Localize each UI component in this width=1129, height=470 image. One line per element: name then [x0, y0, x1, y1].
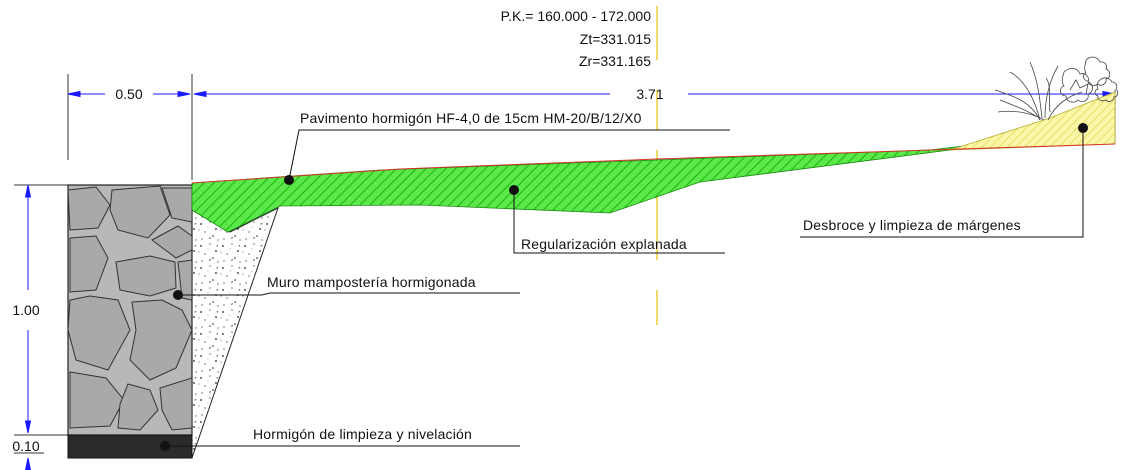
leader-grading	[509, 185, 725, 254]
dim-base-height: 0.10	[12, 438, 39, 454]
leader-base	[160, 441, 520, 451]
label-clearing: Desbroce y limpieza de márgenes	[803, 217, 1021, 233]
surface-line	[191, 143, 1116, 184]
left-dimension	[14, 184, 68, 470]
concrete-backfill	[191, 207, 279, 459]
masonry-wall	[67, 184, 193, 436]
vegetation-icon	[994, 56, 1119, 121]
leader-wall	[173, 290, 520, 300]
topsoil-clearing	[949, 91, 1116, 151]
zr-text: Zr=331.165	[579, 53, 651, 69]
dim-wall-height: 1.00	[12, 302, 39, 318]
pk-text: P.K.= 160.000 - 172.000	[501, 8, 652, 24]
leader-pavement	[284, 129, 730, 185]
dim-platform-width: 3.71	[636, 86, 663, 102]
zt-text: Zt=331.015	[580, 31, 651, 47]
label-wall: Muro mampostería hormigonada	[267, 274, 476, 290]
leader-clearing	[800, 123, 1088, 238]
label-grading: Regularización explanada	[521, 236, 687, 252]
pavement-layer	[191, 127, 1116, 233]
label-pavement: Pavimento hormigón HF-4,0 de 15cm HM-20/…	[300, 110, 642, 126]
label-base: Hormigón de limpieza y nivelación	[253, 426, 472, 442]
dim-wall-width: 0.50	[115, 86, 142, 102]
top-dimension	[67, 74, 1116, 180]
